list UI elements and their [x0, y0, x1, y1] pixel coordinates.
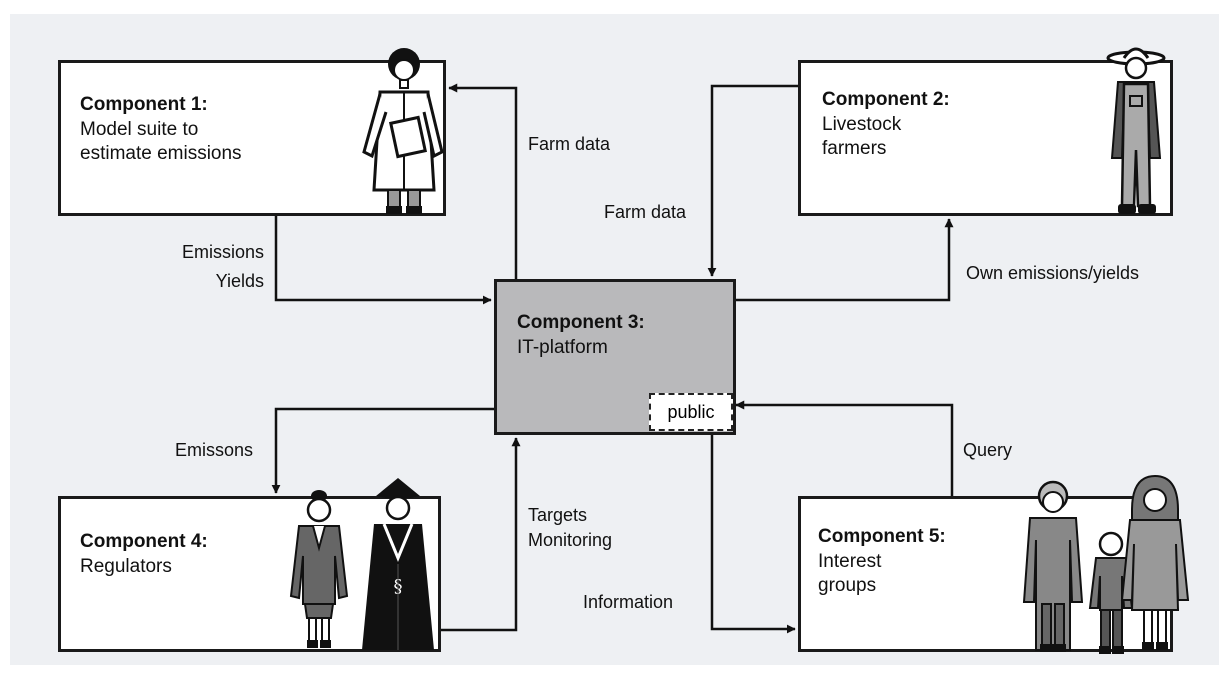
arrow-own-emissions	[736, 218, 954, 302]
grandmother-icon	[1022, 480, 1084, 652]
arrow-information	[710, 435, 796, 634]
component-2-title: Component 2:	[822, 89, 950, 110]
label-information: Information	[583, 592, 674, 612]
component-3-line1: IT-platform	[517, 337, 608, 358]
label-farm-data-c1: Farm data	[528, 134, 611, 154]
farmer-icon	[1106, 47, 1166, 214]
arrow-farm-data-to-c1	[448, 83, 518, 279]
component-1-line2: estimate emissions	[80, 143, 242, 164]
label-emissions: Emissions	[181, 242, 264, 262]
component-4-title: Component 4:	[80, 531, 208, 552]
label-monitoring: Monitoring	[528, 530, 613, 550]
label-farm-data-c2: Farm data	[604, 202, 687, 222]
component-4-line1: Regulators	[80, 556, 172, 577]
component-5-line1: Interest	[818, 551, 882, 572]
component-5-title: Component 5:	[818, 526, 946, 547]
official-icon	[289, 490, 349, 648]
component-2-line2: farmers	[822, 138, 887, 159]
arrow-emissions-yields	[274, 216, 492, 305]
arrow-query	[735, 400, 954, 496]
component-2-line1: Livestock	[822, 114, 902, 135]
label-yields: Yields	[215, 271, 264, 291]
public-badge: public	[649, 393, 733, 431]
arrow-emissons	[271, 407, 494, 494]
arrow-farm-data-from-c2	[707, 84, 798, 277]
component-2-box	[798, 60, 1173, 216]
child-icon	[1088, 531, 1134, 654]
arrow-targets-monitoring	[441, 437, 521, 632]
judge-icon: §	[362, 478, 434, 650]
label-own-emissions-yields: Own emissions/yields	[966, 263, 1140, 283]
component-5-line2: groups	[818, 575, 877, 596]
woman-icon	[1120, 474, 1190, 650]
label-emissons: Emissons	[175, 440, 254, 460]
label-query: Query	[963, 440, 1013, 460]
component-1-title: Component 1:	[80, 94, 208, 115]
component-3-title: Component 3:	[517, 312, 645, 333]
component-1-line1: Model suite to	[80, 119, 199, 140]
label-targets: Targets	[528, 505, 588, 525]
scientist-icon	[362, 48, 444, 214]
